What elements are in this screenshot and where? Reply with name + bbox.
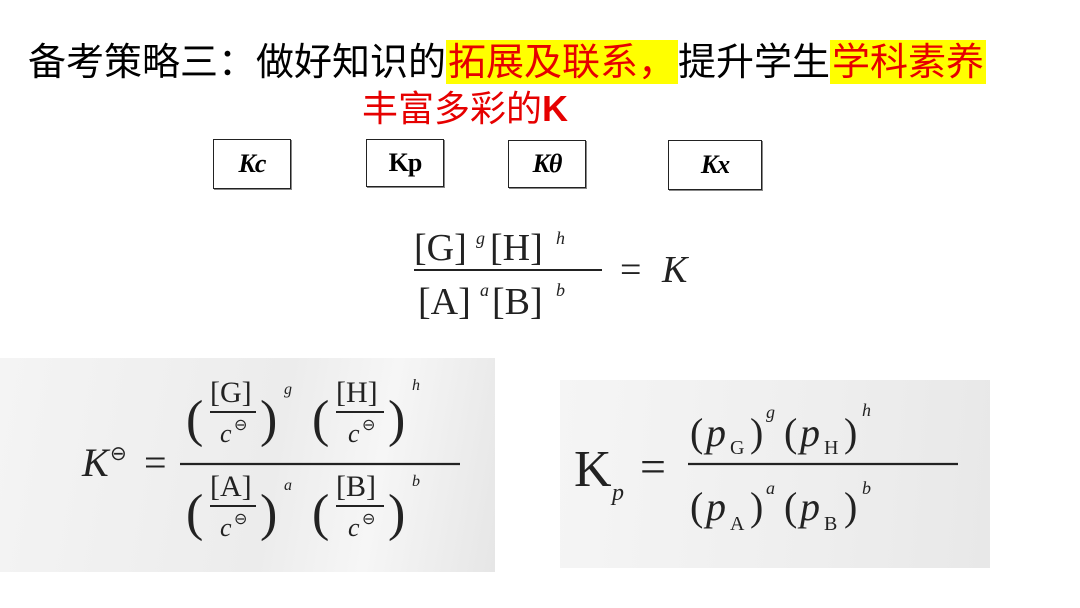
svg-text:A: A: [730, 513, 745, 535]
svg-text:a: a: [284, 477, 292, 494]
svg-text:h: h: [556, 228, 565, 248]
svg-text:(: (: [312, 485, 329, 542]
svg-text:H: H: [824, 437, 838, 459]
svg-text:=: =: [144, 440, 167, 485]
svg-text:c: c: [220, 419, 232, 448]
formula-kp-background: [560, 380, 990, 568]
svg-text:=: =: [640, 441, 666, 492]
svg-text:p: p: [797, 484, 820, 529]
svg-text:g: g: [476, 228, 485, 248]
k-box-kc: Kc: [213, 139, 291, 189]
k-box-label: Kp: [388, 148, 423, 177]
svg-text:h: h: [412, 377, 420, 394]
svg-text:): ): [750, 484, 763, 529]
svg-text:c: c: [220, 513, 232, 542]
svg-text:): ): [844, 484, 857, 529]
subtitle-text: 丰富多彩的: [362, 89, 543, 130]
svg-text:): ): [844, 410, 857, 455]
svg-text:(: (: [784, 484, 797, 529]
svg-text:h: h: [862, 400, 871, 420]
svg-text:(: (: [186, 485, 203, 542]
svg-text:p: p: [703, 410, 726, 455]
k-box-label: Kc: [238, 149, 267, 178]
svg-text:[B]: [B]: [336, 470, 376, 503]
svg-text:K: K: [574, 441, 612, 498]
svg-text:): ): [388, 485, 405, 542]
svg-text:⊖: ⊖: [362, 417, 375, 434]
svg-text:[H]: [H]: [490, 227, 543, 269]
svg-text:b: b: [412, 473, 420, 490]
svg-text:[G]: [G]: [210, 376, 252, 409]
svg-text:): ): [750, 410, 763, 455]
svg-text:a: a: [766, 478, 775, 498]
svg-text:⊖: ⊖: [362, 511, 375, 528]
svg-text:⊖: ⊖: [234, 511, 247, 528]
svg-text:K: K: [661, 249, 689, 291]
title-middle: 提升学生: [678, 40, 831, 84]
subtitle-k: K: [542, 88, 569, 129]
svg-text:p: p: [610, 480, 624, 506]
k-box-label: Kx: [700, 150, 730, 179]
svg-text:g: g: [766, 402, 775, 422]
title-highlight-literacy: 学科素养: [830, 40, 987, 84]
formula-kp: K p = ( p G ) g ( p H ) h ( p A ) a ( p …: [574, 400, 958, 535]
svg-text:): ): [260, 485, 277, 542]
slide-subtitle: 丰富多彩的K: [362, 86, 568, 133]
formula-kc: [G] g [H] h [A] a [B] b = K: [414, 227, 689, 323]
svg-text:=: =: [620, 249, 641, 291]
svg-text:B: B: [824, 513, 837, 535]
title-prefix: 备考策略三：做好知识的: [28, 40, 447, 84]
svg-text:p: p: [797, 410, 820, 455]
svg-text:): ): [388, 391, 405, 448]
formula-ktheta: K ⊖ = ( [G] c ⊖ ) g ( [H] c ⊖ ) h ( [A] …: [81, 376, 460, 542]
svg-text:(: (: [690, 410, 703, 455]
svg-text:g: g: [284, 381, 292, 398]
svg-text:b: b: [862, 478, 871, 498]
k-box-kx: Kx: [668, 140, 762, 190]
svg-text:[B]: [B]: [492, 281, 543, 323]
svg-text:⊖: ⊖: [234, 417, 247, 434]
svg-text:[A]: [A]: [418, 281, 471, 323]
svg-text:(: (: [784, 410, 797, 455]
svg-text:(: (: [690, 484, 703, 529]
svg-text:p: p: [703, 484, 726, 529]
k-box-kp: Kp: [366, 139, 444, 187]
svg-text:c: c: [348, 513, 360, 542]
title-highlight-extension: 拓展及联系，: [446, 40, 679, 84]
svg-text:(: (: [312, 391, 329, 448]
svg-text:(: (: [186, 391, 203, 448]
svg-text:[A]: [A]: [210, 470, 252, 503]
slide-title: 备考策略三：做好知识的拓展及联系，提升学生学科素养: [28, 36, 987, 88]
svg-text:⊖: ⊖: [110, 443, 127, 465]
svg-text:G: G: [730, 437, 744, 459]
svg-text:[G]: [G]: [414, 227, 467, 269]
svg-text:[H]: [H]: [336, 376, 378, 409]
svg-text:a: a: [480, 280, 489, 300]
svg-text:): ): [260, 391, 277, 448]
svg-text:b: b: [556, 280, 565, 300]
k-box-ktheta: Kθ: [508, 140, 586, 188]
svg-text:K: K: [81, 440, 111, 485]
k-box-label: Kθ: [532, 149, 563, 178]
svg-text:c: c: [348, 419, 360, 448]
